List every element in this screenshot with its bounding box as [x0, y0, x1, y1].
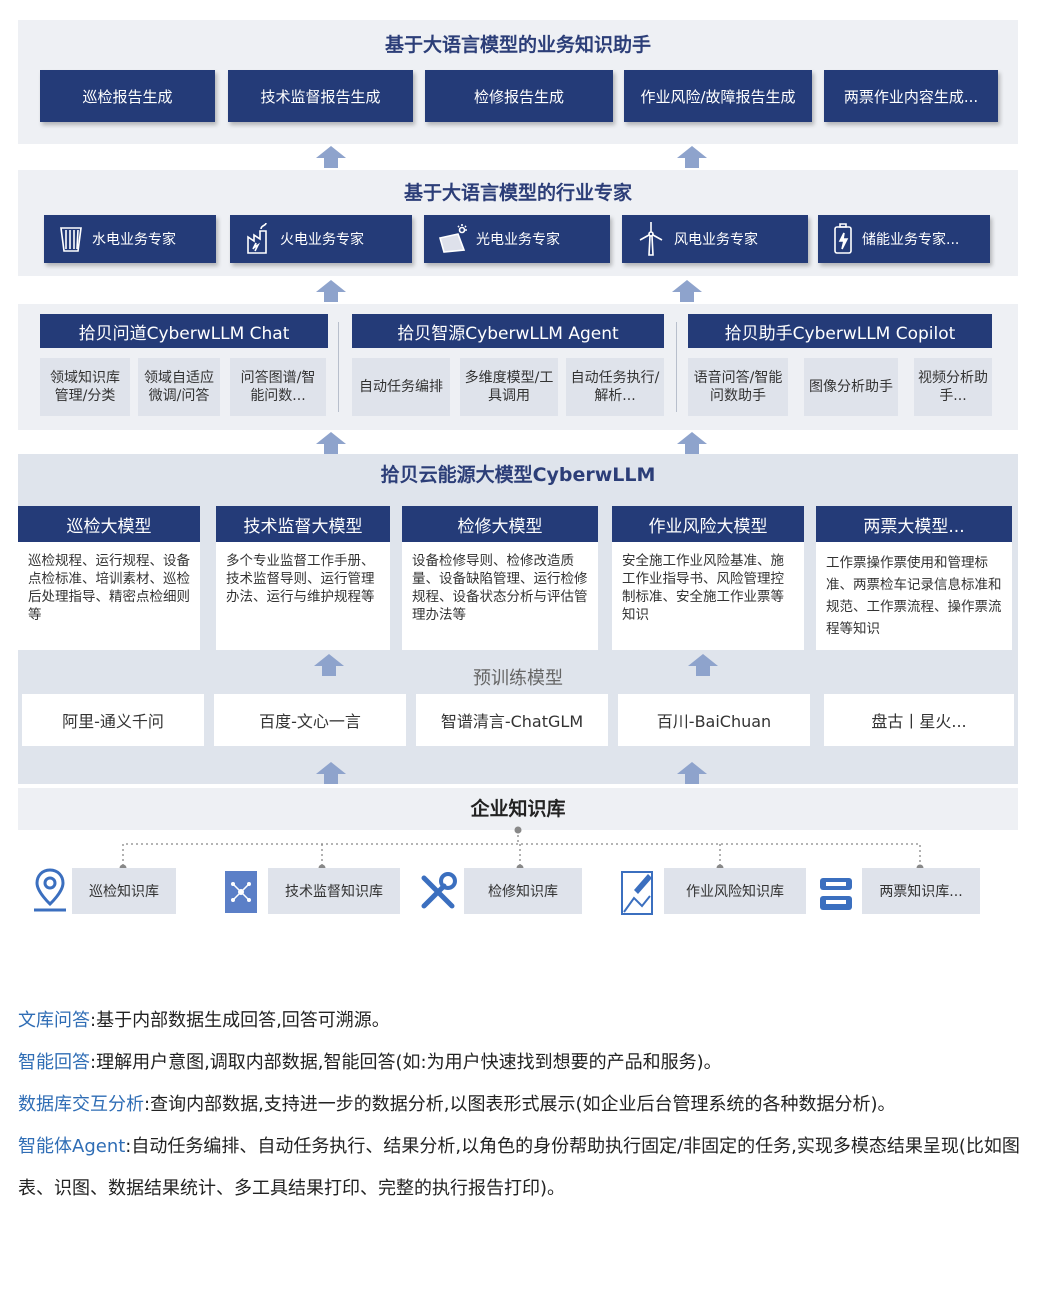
description-item: 数据库交互分析:查询内部数据,支持进一步的数据分析,以图表形式展示(如企业后台管…: [18, 1084, 1028, 1126]
model-ticket-desc: 工作票操作票使用和管理标准、两票检车记录信息标准和规范、工作票流程、操作票流程等…: [816, 542, 1012, 650]
model-supervision-title[interactable]: 技术监督大模型: [216, 506, 390, 542]
up-arrow: [316, 280, 346, 302]
product-chat-sub-2[interactable]: 领域自适应微调/问答: [138, 358, 220, 416]
up-arrow: [316, 146, 346, 168]
expert-label: 风电业务专家: [674, 232, 758, 248]
model-maintenance-title[interactable]: 检修大模型: [402, 506, 598, 542]
description-term: 智能回答: [18, 1052, 90, 1073]
description-term: 智能体Agent: [18, 1136, 126, 1157]
pretrain-pangu[interactable]: 盘古丨星火...: [824, 694, 1014, 746]
up-arrow: [688, 654, 718, 676]
description-item: 文库问答:基于内部数据生成回答,回答可溯源。: [18, 1000, 1028, 1042]
expert-label: 储能业务专家...: [862, 232, 960, 248]
expert-label: 火电业务专家: [280, 232, 364, 248]
product-agent-title[interactable]: 拾贝智源CyberwLLM Agent: [352, 314, 664, 348]
top-item-supervision-report[interactable]: 技术监督报告生成: [228, 70, 413, 122]
pretrain-title: 预训练模型: [473, 668, 563, 689]
expert-solar[interactable]: 光电业务专家: [424, 215, 610, 263]
network-icon: [225, 871, 257, 913]
pretrain-tongyi[interactable]: 阿里-通义千问: [22, 694, 204, 746]
description-text: :自动任务编排、自动任务执行、结果分析,以角色的身份帮助执行固定/非固定的任务,…: [18, 1136, 1020, 1199]
divider: [676, 322, 677, 412]
expert-hydro[interactable]: 水电业务专家: [44, 215, 216, 263]
hydro-icon: [60, 227, 82, 252]
model-inspection-desc: 巡检规程、运行规程、设备点检标准、培训素材、巡检后处理指导、精密点检细则等: [18, 542, 200, 650]
pretrain-chatglm[interactable]: 智谱清言-ChatGLM: [416, 694, 608, 746]
expert-storage[interactable]: 储能业务专家...: [818, 215, 990, 263]
battery-icon: [834, 223, 852, 254]
up-arrow: [677, 432, 707, 454]
product-copilot-sub-3[interactable]: 视频分析助手...: [914, 358, 992, 416]
kb-maintenance[interactable]: 检修知识库: [464, 868, 582, 914]
product-chat-sub-1[interactable]: 领域知识库管理/分类: [40, 358, 130, 416]
top-item-inspection-report[interactable]: 巡检报告生成: [40, 70, 215, 122]
expert-label: 光电业务专家: [476, 232, 560, 248]
location-pin-icon: [34, 868, 66, 912]
industry-expert-title: 基于大语言模型的行业专家: [403, 182, 632, 204]
expert-thermal[interactable]: 火电业务专家: [230, 215, 412, 263]
product-agent-sub-3[interactable]: 自动任务执行/解析...: [566, 358, 664, 416]
product-agent-sub-1[interactable]: 自动任务编排: [352, 358, 450, 416]
up-arrow: [316, 432, 346, 454]
product-copilot-sub-1[interactable]: 语音问答/智能问数助手: [688, 358, 788, 416]
up-arrow: [677, 762, 707, 784]
top-item-ticket-content[interactable]: 两票作业内容生成...: [824, 70, 998, 122]
kb-supervision[interactable]: 技术监督知识库: [268, 868, 400, 914]
product-copilot-sub-2[interactable]: 图像分析助手: [804, 358, 898, 416]
up-arrow: [677, 146, 707, 168]
model-ticket-title[interactable]: 两票大模型...: [816, 506, 1012, 542]
up-arrow: [672, 280, 702, 302]
pretrain-baichuan[interactable]: 百川-BaiChuan: [618, 694, 810, 746]
business-assistant-section: 基于大语言模型的业务知识助手 巡检报告生成 技术监督报告生成 检修报告生成 作业…: [18, 20, 1018, 144]
cyberwllm-section: 拾贝云能源大模型CyberwLLM 巡检大模型 巡检规程、运行规程、设备点检标准…: [18, 454, 1018, 784]
description-item: 智能体Agent:自动任务编排、自动任务执行、结果分析,以角色的身份帮助执行固定…: [18, 1126, 1028, 1210]
ticket-icon: [820, 878, 852, 910]
model-supervision-desc: 多个专业监督工作手册、技术监督导则、运行管理办法、运行与维护规程等: [216, 542, 390, 650]
business-assistant-title: 基于大语言模型的业务知识助手: [384, 34, 651, 56]
expert-label: 水电业务专家: [92, 232, 176, 248]
pretrain-wenxin[interactable]: 百度-文心一言: [214, 694, 406, 746]
industry-expert-section: 基于大语言模型的行业专家 水电业务专家 火电业务专家 光电业务专家 风电业务专家…: [18, 170, 1018, 276]
kb-ticket[interactable]: 两票知识库...: [862, 868, 980, 914]
wind-turbine-icon: [639, 222, 663, 256]
kb-risk[interactable]: 作业风险知识库: [664, 868, 806, 914]
description-list: 文库问答:基于内部数据生成回答,回答可溯源。 智能回答:理解用户意图,调取内部数…: [18, 1000, 1028, 1210]
cyberwllm-title: 拾贝云能源大模型CyberwLLM: [380, 464, 656, 486]
model-inspection-title[interactable]: 巡检大模型: [18, 506, 200, 542]
divider: [338, 322, 339, 412]
enterprise-kb-title: 企业知识库: [470, 798, 566, 820]
description-item: 智能回答:理解用户意图,调取内部数据,智能回答(如:为用户快速找到想要的产品和服…: [18, 1042, 1028, 1084]
product-chat-sub-3[interactable]: 问答图谱/智能问数...: [230, 358, 326, 416]
model-risk-title[interactable]: 作业风险大模型: [612, 506, 804, 542]
wrench-icon: [421, 872, 457, 909]
kb-inspection[interactable]: 巡检知识库: [72, 868, 176, 914]
products-section: 拾贝问道CyberwLLM Chat 领域知识库管理/分类 领域自适应微调/问答…: [18, 304, 1018, 430]
up-arrow: [316, 762, 346, 784]
description-text: :理解用户意图,调取内部数据,智能回答(如:为用户快速找到想要的产品和服务)。: [90, 1052, 722, 1073]
expert-wind[interactable]: 风电业务专家: [622, 215, 808, 263]
description-text: :查询内部数据,支持进一步的数据分析,以图表形式展示(如企业后台管理系统的各种数…: [144, 1094, 896, 1115]
top-item-risk-report[interactable]: 作业风险/故障报告生成: [624, 70, 812, 122]
product-chat-title[interactable]: 拾贝问道CyberwLLM Chat: [40, 314, 328, 348]
model-maintenance-desc: 设备检修导则、检修改造质量、设备缺陷管理、运行检修规程、设备状态分析与评估管理办…: [402, 542, 598, 650]
description-term: 文库问答: [18, 1010, 90, 1031]
description-text: :基于内部数据生成回答,回答可溯源。: [90, 1010, 390, 1031]
image-edit-icon: [621, 871, 653, 915]
up-arrow: [314, 654, 344, 676]
thermal-plant-icon: [247, 223, 267, 254]
product-agent-sub-2[interactable]: 多维度模型/工具调用: [460, 358, 558, 416]
product-copilot-title[interactable]: 拾贝助手CyberwLLM Copilot: [688, 314, 992, 348]
enterprise-kb-section: 企业知识库: [18, 788, 1018, 830]
solar-panel-icon: [438, 224, 467, 253]
description-term: 数据库交互分析: [18, 1094, 144, 1115]
top-item-maintenance-report[interactable]: 检修报告生成: [425, 70, 613, 122]
model-risk-desc: 安全施工作业风险基准、施工作业指导书、风险管理控制标准、安全施工作业票等知识: [612, 542, 804, 650]
